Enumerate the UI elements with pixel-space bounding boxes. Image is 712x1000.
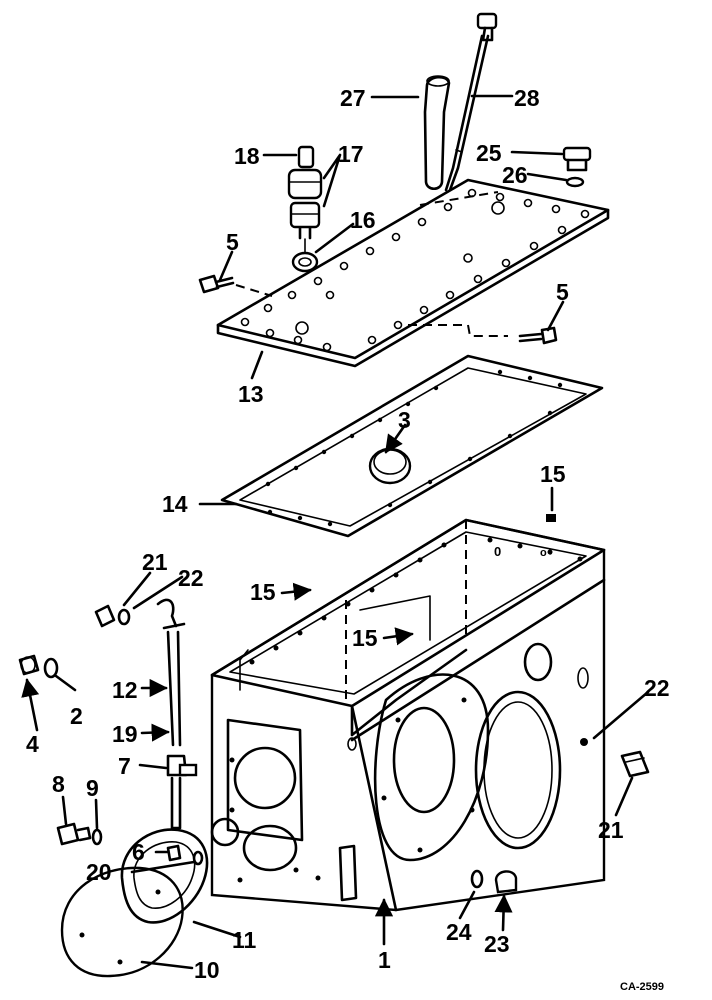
- filler-plug: [562, 146, 592, 188]
- callout-9: 9: [86, 775, 99, 801]
- svg-text:0: 0: [494, 544, 501, 559]
- plug-15: [546, 514, 556, 522]
- callout-14: 14: [162, 491, 188, 517]
- callout-6: 6: [132, 839, 145, 865]
- callout-11: 11: [232, 927, 257, 953]
- callout-17: 17: [338, 141, 364, 167]
- plug-23: [494, 870, 518, 894]
- callout-3: 3: [398, 407, 411, 433]
- callout-12: 12: [112, 677, 138, 703]
- callout-19: 19: [112, 721, 138, 747]
- callout-21-left: 21: [142, 549, 168, 575]
- callout-20: 20: [86, 859, 112, 885]
- callout-24: 24: [446, 919, 472, 945]
- callout-15-mid: 15: [250, 579, 276, 605]
- inspection-cover-10: [60, 866, 184, 978]
- washer-24: [470, 869, 484, 889]
- fitting-7: [166, 754, 198, 830]
- callout-18: 18: [234, 143, 260, 169]
- top-cover-plate: [216, 178, 610, 368]
- callout-22-left: 22: [178, 565, 204, 591]
- callout-28: 28: [514, 85, 540, 111]
- callout-10: 10: [194, 957, 220, 983]
- callout-labels: 27 28 18 17 25 26 16 5 5 13 3 15 14 21 2…: [26, 85, 670, 993]
- callout-21-right: 21: [598, 817, 624, 843]
- plug-21-right: [620, 750, 650, 778]
- gasket-11: [120, 828, 209, 924]
- callout-25: 25: [476, 140, 502, 166]
- callout-13: 13: [238, 381, 264, 407]
- drawing-code: CA-2599: [620, 981, 664, 993]
- drain-plug-8: [56, 822, 92, 846]
- washer-9: [91, 828, 103, 846]
- breather-assembly: [287, 145, 323, 273]
- tube-12: [166, 630, 182, 747]
- callout-4: 4: [26, 731, 39, 757]
- callout-2: 2: [70, 703, 83, 729]
- washer-20: [192, 850, 204, 866]
- callout-8: 8: [52, 771, 65, 797]
- callout-1: 1: [378, 947, 391, 973]
- callout-16: 16: [350, 207, 376, 233]
- callout-26: 26: [502, 162, 528, 188]
- callout-7: 7: [118, 753, 131, 779]
- plug-4: [18, 654, 40, 676]
- callout-27: 27: [340, 85, 366, 111]
- elbow-fitting-21-22: [94, 598, 186, 630]
- gasket: [220, 354, 604, 538]
- callout-15-inner: 15: [352, 625, 378, 651]
- plug-3: [368, 447, 412, 485]
- transmission-housing: 0 ο∘: [210, 518, 606, 912]
- leader-lines: [21, 94, 650, 970]
- callout-5-left: 5: [226, 229, 239, 255]
- callout-15-top: 15: [540, 461, 566, 487]
- cap-screw-right: [518, 326, 558, 345]
- cap-screw-left: [198, 274, 273, 297]
- washer-2: [43, 657, 59, 679]
- svg-text:ο∘: ο∘: [540, 547, 554, 559]
- callout-5-right: 5: [556, 279, 569, 305]
- plug-6: [166, 844, 182, 862]
- filler-tube-and-dipstick: [423, 12, 498, 192]
- callout-22-right: 22: [644, 675, 670, 701]
- callout-23: 23: [484, 931, 510, 957]
